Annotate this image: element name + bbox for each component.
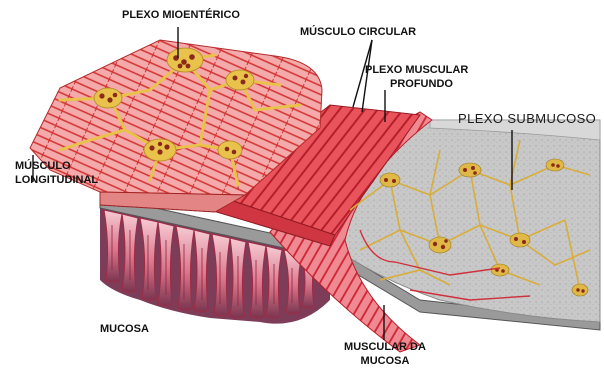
label-musculo-longitudinal-line1: MÚSCULO: [15, 160, 71, 173]
label-plexo-muscular-profundo-line1: PLEXO MUSCULAR: [365, 64, 468, 77]
label-musculo-circular: MÚSCULO CIRCULAR: [300, 26, 416, 39]
label-plexo-muscular-profundo-line2: PROFUNDO: [390, 78, 453, 91]
label-muscular-da-mucosa-line1: MUSCULAR DA: [335, 341, 435, 354]
label-muscular-da-mucosa-line2: MUCOSA: [335, 355, 435, 368]
label-musculo-longitudinal-line2: LONGITUDINAL: [15, 174, 98, 187]
label-mucosa: MUCOSA: [100, 323, 149, 336]
label-plexo-mioenterico: PLEXO MIOENTÉRICO: [122, 9, 240, 22]
label-plexo-submucoso: PLEXO SUBMUCOSO: [458, 112, 596, 125]
